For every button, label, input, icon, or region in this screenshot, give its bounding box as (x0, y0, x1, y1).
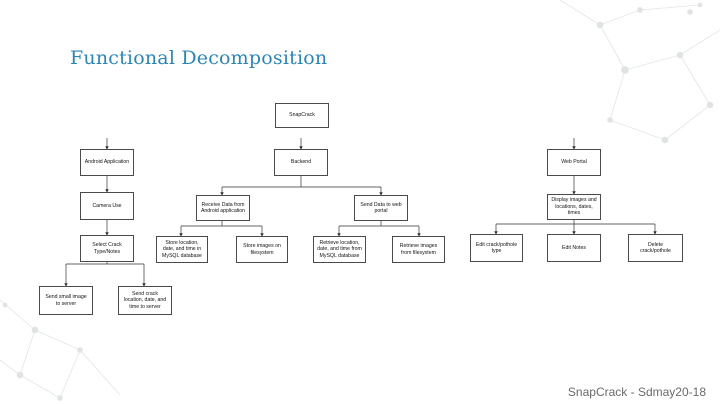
node-store-images: Store images on filesystem (236, 236, 288, 263)
node-edit-notes: Edit Notes (547, 234, 601, 262)
node-snapcrack: SnapCrack (275, 103, 329, 128)
node-receive-data: Receive Data from Android application (196, 195, 250, 221)
node-select-crack-type: Select Crack Type/Notes (80, 235, 134, 262)
node-send-data-web-portal: Send Data to web portal (354, 195, 408, 221)
node-send-small-image: Send small image to server (39, 286, 93, 315)
node-edit-crack-type: Edit crack/pothole type (470, 234, 523, 262)
footer-label: SnapCrack - Sdmay20-18 (568, 385, 706, 399)
node-retrieve-images: Retrieve images from filesystem (392, 236, 445, 263)
node-web-portal: Web Portal (547, 149, 601, 176)
node-android-application: Android Application (80, 149, 134, 176)
node-camera-use: Camera Use (80, 192, 134, 220)
node-backend: Backend (274, 149, 328, 176)
node-send-crack-location: Send crack location, date, and time to s… (118, 286, 172, 315)
node-display-images: Display images and locations, dates, tim… (547, 194, 601, 220)
node-store-mysql: Store location, date, and time in MySQL … (156, 236, 208, 263)
node-delete-crack: Delete crack/pothole (628, 234, 683, 262)
node-retrieve-mysql: Retrieve location, date, and time from M… (313, 236, 366, 263)
